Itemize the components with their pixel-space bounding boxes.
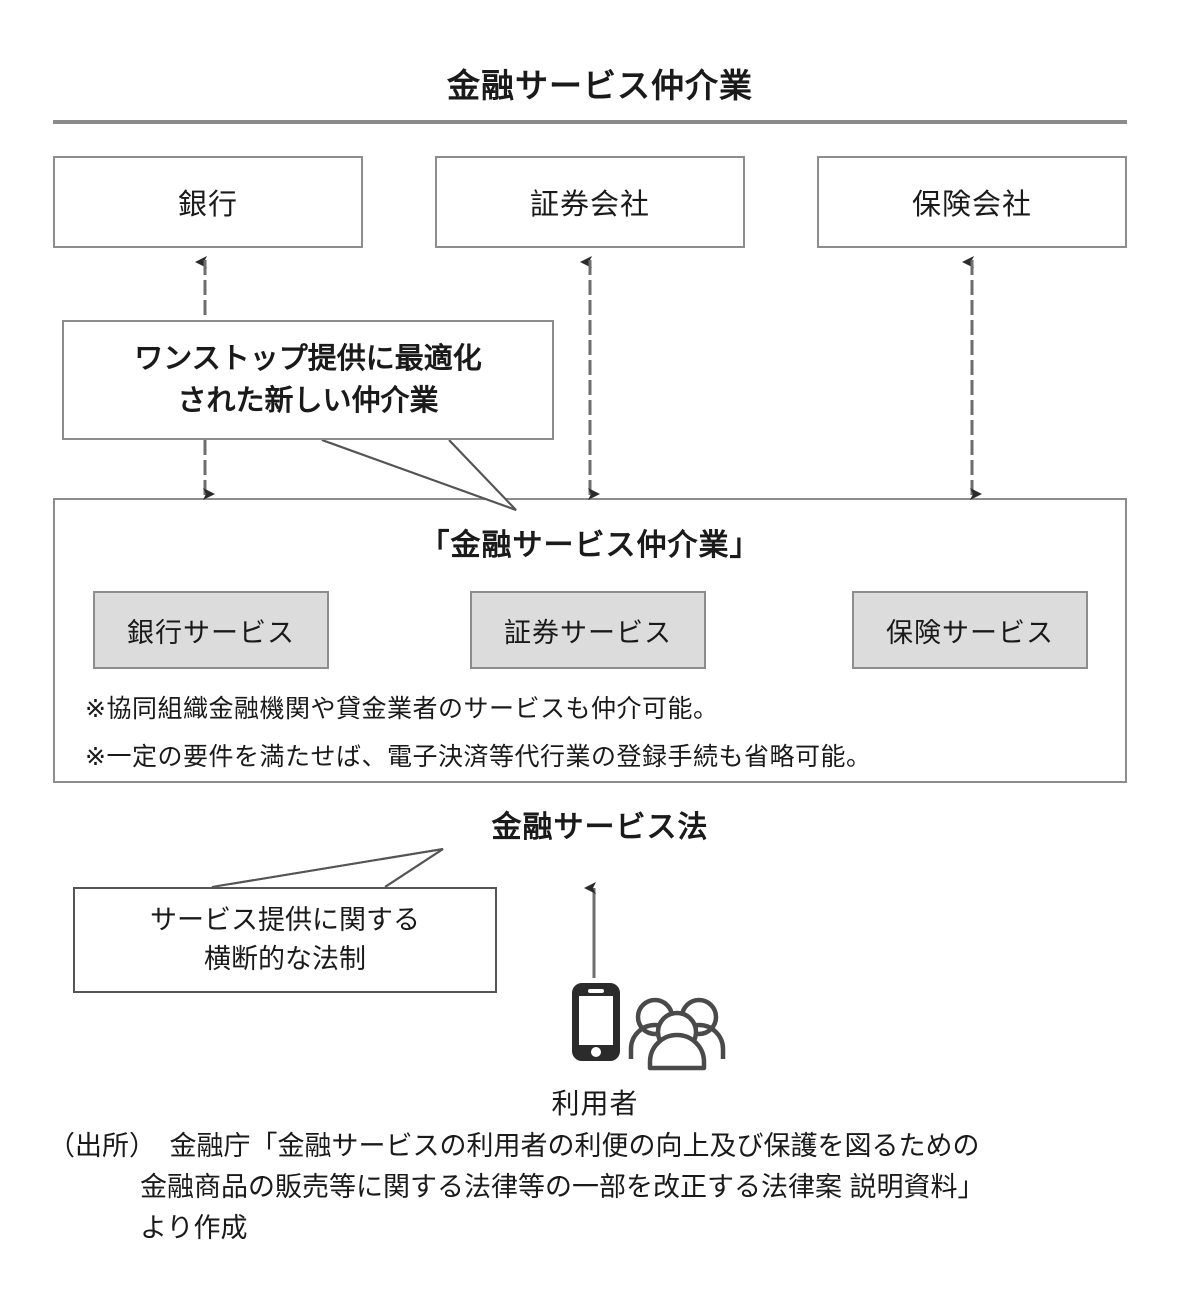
callout-law-line1: サービス提供に関する — [150, 904, 420, 935]
smartphone-icon — [572, 983, 620, 1061]
page-title: 金融サービス仲介業 — [447, 67, 753, 104]
service-label-insurance: 保険サービス — [886, 617, 1054, 648]
callout-law-tail — [211, 848, 444, 889]
callout-one-stop-line1: ワンストップ提供に最適化 — [134, 342, 482, 375]
service-label-bank: 銀行サービス — [127, 617, 295, 648]
provider-label-insurance: 保険会社 — [911, 189, 1032, 221]
users-label: 利用者 — [551, 1088, 639, 1119]
provider-box-insurance[interactable]: 保険会社 — [817, 156, 1127, 248]
provider-label-securities: 証券会社 — [529, 189, 650, 221]
provider-box-securities[interactable]: 証券会社 — [435, 156, 745, 248]
source-line-1: （出所） 金融庁「金融サービスの利用者の利便の向上及び保護を図るための — [48, 1131, 980, 1161]
people-group-icon — [628, 997, 726, 1071]
service-box-securities[interactable]: 証券サービス — [470, 591, 706, 669]
provider-box-bank[interactable]: 銀行 — [53, 156, 363, 248]
intermediary-heading: 「金融サービス仲介業」 — [419, 529, 761, 562]
callout-one-stop-box: ワンストップ提供に最適化 された新しい仲介業 — [62, 320, 554, 440]
intermediary-note-2: ※一定の要件を満たせば、電子決済等代行業の登録手続も省略可能。 — [85, 743, 872, 771]
intermediary-note-1: ※協同組織金融機関や貸金業者のサービスも仲介可能。 — [85, 695, 719, 723]
law-heading: 金融サービス法 — [491, 811, 709, 844]
source-citation: （出所） 金融庁「金融サービスの利用者の利便の向上及び保護を図るための 金融商品… — [48, 1126, 1178, 1249]
callout-one-stop-line2: された新しい仲介業 — [177, 385, 439, 417]
callout-law-box: サービス提供に関する 横断的な法制 — [73, 887, 497, 993]
source-line-3: より作成 — [140, 1213, 248, 1244]
provider-label-bank: 銀行 — [177, 189, 238, 221]
service-label-securities: 証券サービス — [504, 617, 672, 648]
service-box-bank[interactable]: 銀行サービス — [93, 591, 329, 669]
service-box-insurance[interactable]: 保険サービス — [852, 591, 1088, 669]
title-divider — [53, 120, 1127, 124]
source-line-2: 金融商品の販売等に関する法律等の一部を改正する法律案 説明資料」 — [140, 1172, 985, 1203]
callout-law-line2: 横断的な法制 — [204, 944, 366, 974]
